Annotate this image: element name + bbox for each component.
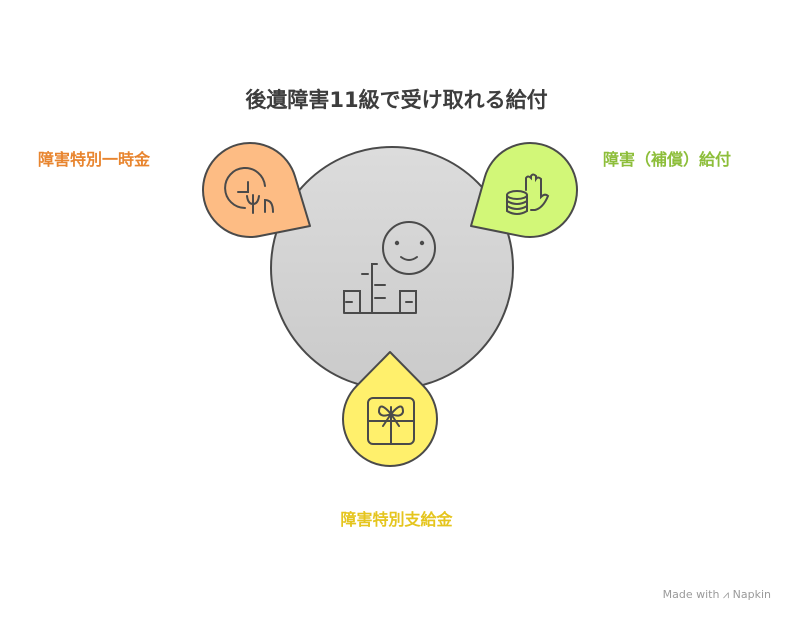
diagram-title: 後遺障害11級で受け取れる給付 — [245, 88, 548, 112]
coins-hand-icon — [506, 173, 550, 215]
watermark: Made with ⩘ Napkin — [662, 588, 771, 601]
clock-plant-icon — [224, 167, 274, 214]
drop-orange — [202, 142, 311, 238]
drop-green — [470, 142, 578, 238]
gift-icon — [367, 397, 415, 445]
label-disability-special-lump-sum: 障害特別一時金 — [38, 150, 151, 169]
label-disability-compensation-benefit: 障害（補償）給付 — [603, 150, 732, 169]
label-disability-special-payment: 障害特別支給金 — [340, 510, 453, 529]
person-buildings-icon — [343, 221, 436, 314]
